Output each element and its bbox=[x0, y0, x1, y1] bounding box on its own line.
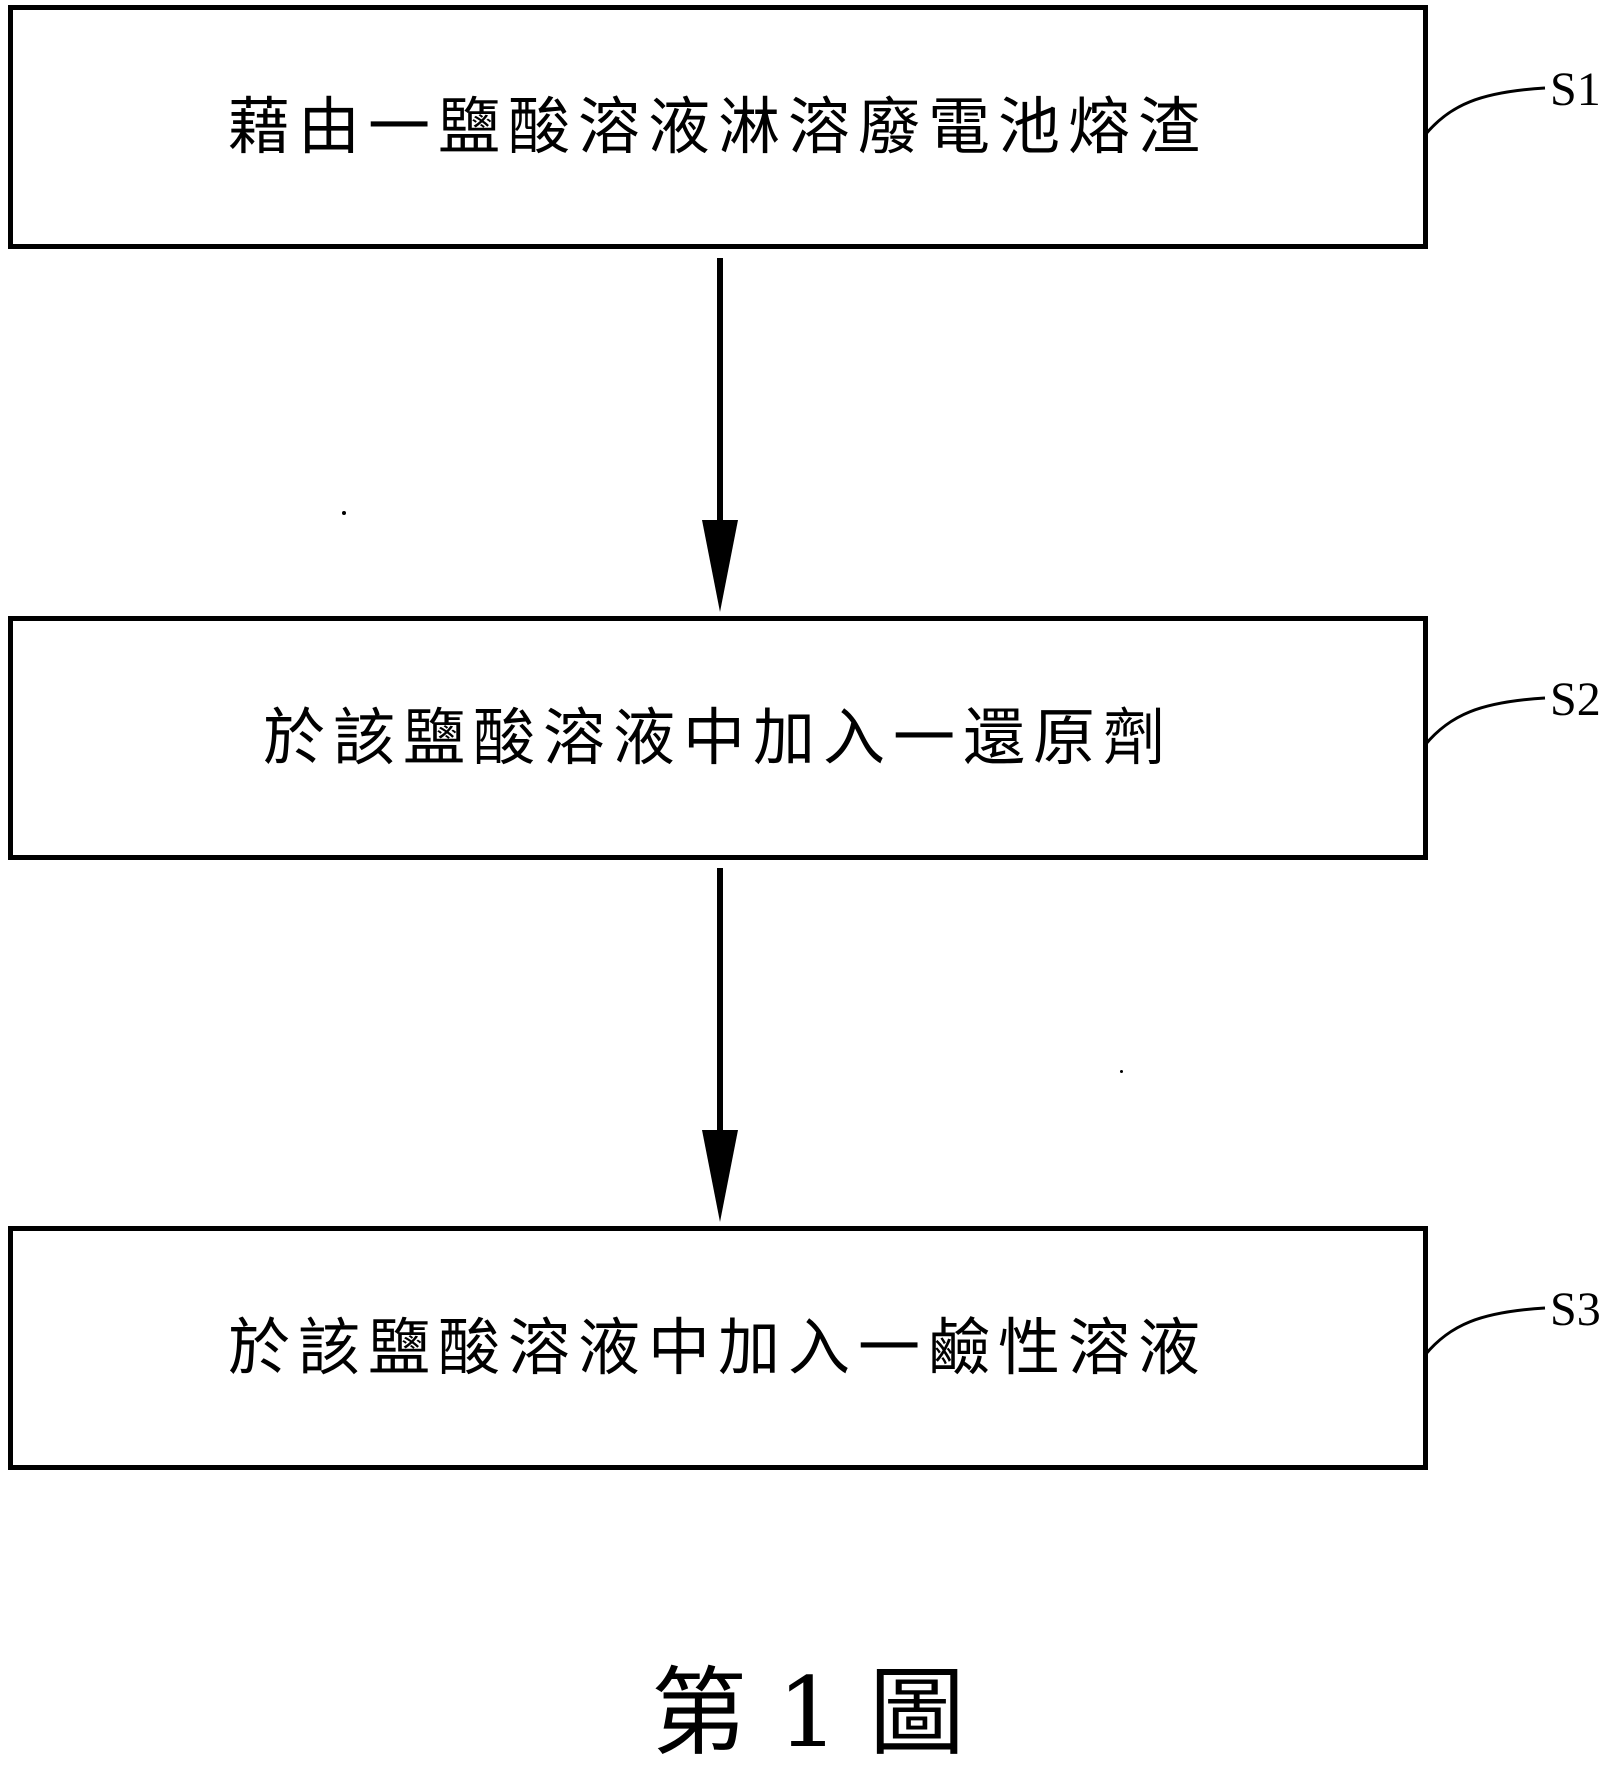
step-box-s1: 藉由一鹽酸溶液淋溶廢電池熔渣 bbox=[8, 5, 1428, 249]
leader-s2 bbox=[1423, 696, 1546, 746]
step-box-s3: 於該鹽酸溶液中加入一鹼性溶液 bbox=[8, 1226, 1428, 1470]
step-label-s3: S3 bbox=[1550, 1283, 1601, 1336]
arrow-s1-s2-head bbox=[702, 520, 738, 612]
leader-s3 bbox=[1423, 1306, 1546, 1356]
step-text-s2: 於該鹽酸溶液中加入一還原劑 bbox=[262, 701, 1173, 774]
scan-speck bbox=[342, 511, 346, 515]
step-text-s3: 於該鹽酸溶液中加入一鹼性溶液 bbox=[227, 1311, 1208, 1384]
scan-speck bbox=[1120, 1070, 1123, 1073]
figure-caption: 第 1 圖 bbox=[650, 1657, 966, 1769]
step-box-s2: 於該鹽酸溶液中加入一還原劑 bbox=[8, 616, 1428, 860]
step-label-s1: S1 bbox=[1550, 63, 1601, 116]
step-label-s2: S2 bbox=[1550, 673, 1601, 726]
step-text-s1: 藉由一鹽酸溶液淋溶廢電池熔渣 bbox=[227, 90, 1208, 163]
leader-s1 bbox=[1423, 86, 1546, 136]
arrow-s2-s3-head bbox=[702, 1130, 738, 1222]
